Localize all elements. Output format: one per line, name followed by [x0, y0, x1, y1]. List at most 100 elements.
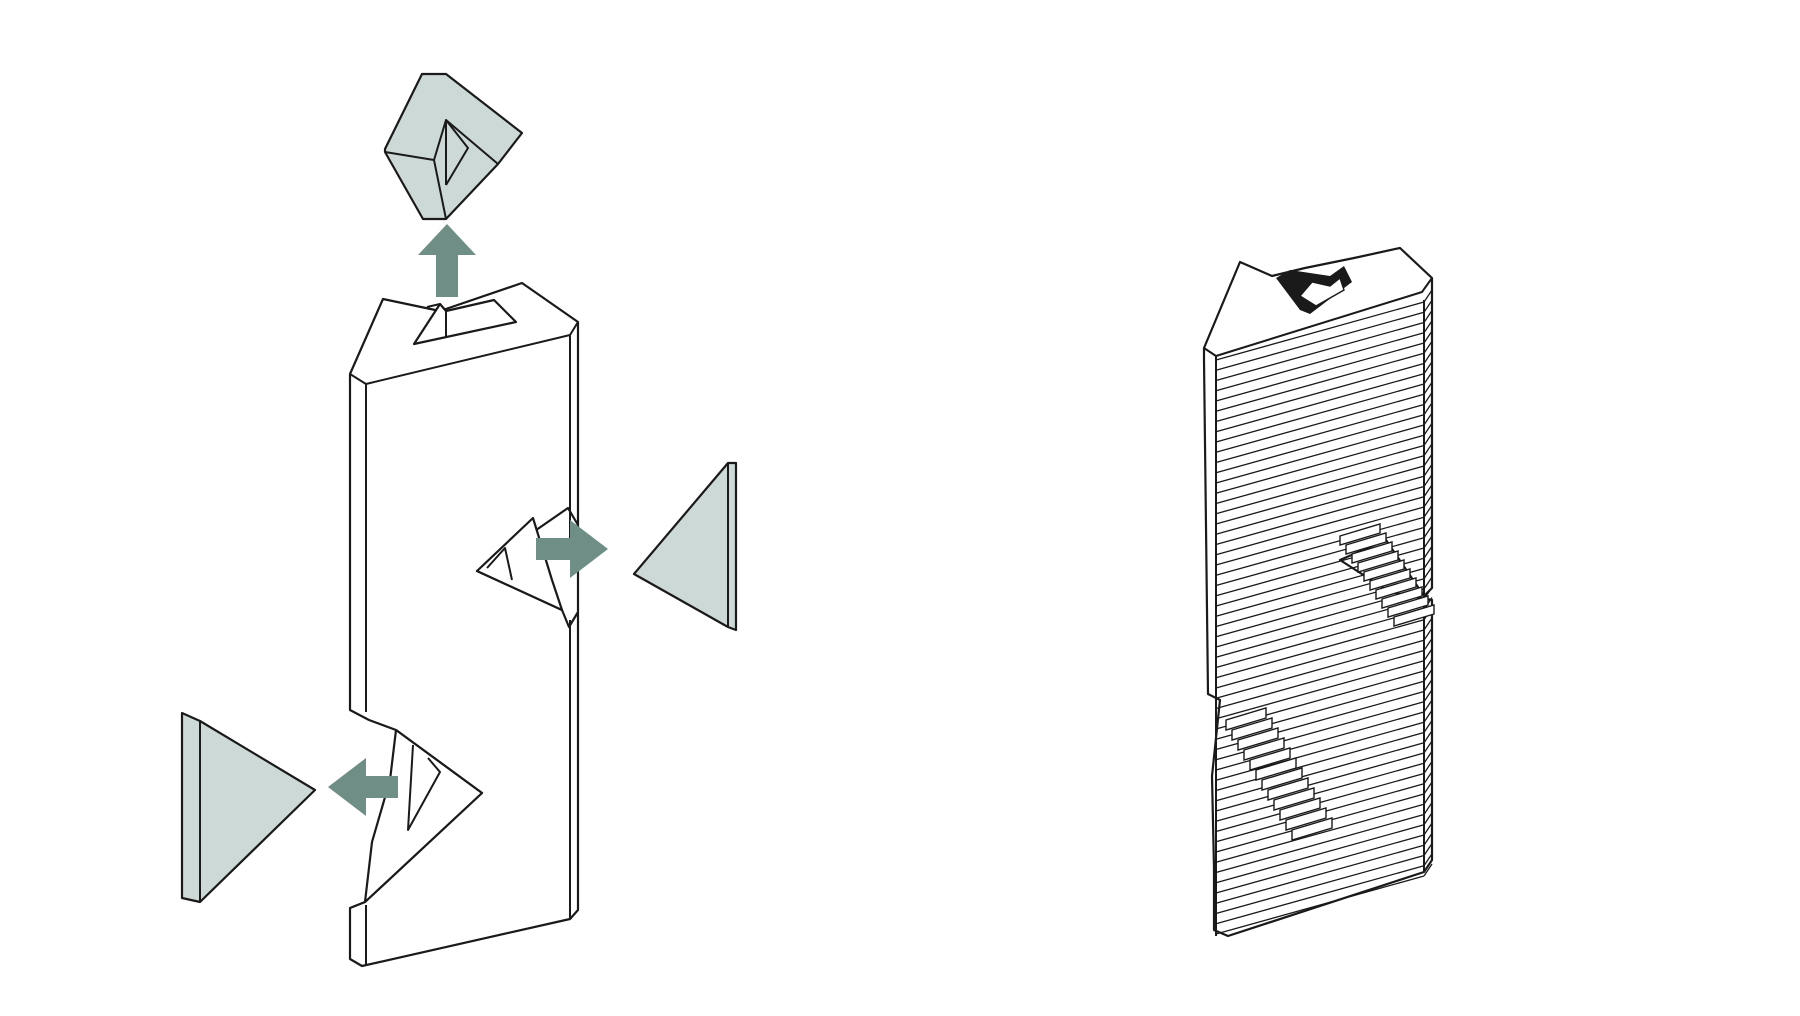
slice-line: [1215, 608, 1425, 669]
slice-side-line: [1423, 648, 1433, 662]
slice-line: [1215, 834, 1425, 894]
left-tower-model: [180, 72, 738, 968]
slice-line: [1215, 414, 1425, 474]
cavity-step: [1249, 747, 1291, 771]
slice-side-line: [1423, 709, 1433, 723]
slice-line: [1215, 660, 1425, 720]
cavity-step: [1345, 532, 1387, 555]
slice-side-line: [1423, 515, 1433, 528]
slice-line: [1215, 301, 1425, 361]
cavity-step: [1375, 577, 1417, 600]
slice-side-line: [1423, 822, 1433, 836]
slice-line: [1215, 383, 1425, 443]
slice-line: [1215, 373, 1425, 433]
slice-line: [1215, 311, 1425, 371]
slice-side-line: [1423, 392, 1433, 405]
slice-side-line: [1423, 422, 1433, 436]
cavity-step: [1357, 550, 1399, 573]
slice-side-line: [1423, 443, 1433, 457]
slice-line: [1215, 444, 1425, 505]
slice-side-line: [1423, 730, 1433, 744]
slice-side-line: [1423, 863, 1433, 877]
slice-side-line: [1423, 484, 1433, 498]
slice-side-line: [1423, 545, 1433, 559]
top-notch: [412, 298, 518, 346]
cavity-step: [1261, 767, 1303, 791]
slice-line: [1215, 752, 1425, 812]
slice-line: [1215, 854, 1425, 915]
slice-line: [1215, 742, 1425, 802]
slice-side-line: [1423, 802, 1433, 815]
cavity-step: [1393, 604, 1435, 627]
slice-side-line: [1423, 494, 1433, 508]
right-sliced-model: [1202, 246, 1435, 938]
top-cavity: [1276, 266, 1352, 314]
cavity-step: [1279, 797, 1321, 821]
slice-side-line: [1423, 750, 1433, 764]
lower-notch-inner: [407, 744, 441, 831]
lower-notch: [363, 728, 484, 904]
sliced-roof-edge: [1203, 277, 1433, 357]
slice-side-line: [1423, 658, 1433, 672]
cavity-step: [1291, 817, 1333, 841]
slice-side-line: [1423, 310, 1433, 323]
roof-edge: [349, 321, 579, 385]
cavity-step: [1363, 559, 1405, 582]
lower-stepped-cavity: [1225, 707, 1333, 841]
slice-line: [1215, 321, 1425, 382]
slice-line: [1215, 455, 1425, 515]
slice-side-line: [1423, 340, 1433, 354]
slice-side-line: [1423, 720, 1433, 733]
slice-side-line: [1423, 556, 1433, 569]
slice-side-line: [1423, 853, 1433, 867]
slice-side-line: [1423, 627, 1433, 641]
cavity-step: [1255, 757, 1297, 781]
slice-side-line: [1423, 791, 1433, 805]
slice-line: [1215, 629, 1425, 689]
arrow-right-icon: [536, 520, 608, 578]
slice-side-line: [1423, 525, 1433, 539]
slice-line: [1215, 813, 1425, 874]
slice-line: [1215, 332, 1425, 392]
slice-side-line: [1423, 689, 1433, 703]
slice-side-line: [1423, 299, 1433, 313]
cavity-step: [1369, 568, 1411, 591]
slice-line: [1215, 424, 1425, 484]
slice-lines: [1215, 289, 1433, 935]
slice-side-line: [1423, 351, 1433, 364]
cavity-step: [1273, 787, 1315, 811]
slice-side-line: [1423, 453, 1433, 467]
slice-side-line: [1423, 617, 1433, 631]
slice-side-line: [1423, 771, 1433, 785]
slice-line: [1215, 865, 1425, 925]
cavity-step: [1339, 523, 1381, 546]
slice-side-line: [1423, 402, 1433, 416]
arrow-up-icon: [418, 224, 476, 297]
slice-side-line: [1423, 463, 1433, 477]
slice-line: [1215, 393, 1425, 453]
slice-side-line: [1423, 289, 1433, 303]
cavity-step: [1231, 717, 1273, 741]
slice-line: [1215, 803, 1425, 863]
slice-side-line: [1423, 412, 1433, 426]
middle-notch-inner: [486, 547, 513, 581]
slice-line: [1215, 824, 1425, 884]
slice-side-line: [1423, 504, 1433, 518]
slice-line: [1215, 639, 1425, 699]
slice-line: [1215, 362, 1425, 423]
slice-side-line: [1423, 361, 1433, 375]
slice-side-line: [1423, 761, 1433, 774]
slice-line: [1215, 516, 1425, 576]
slice-line: [1215, 403, 1425, 464]
slice-side-line: [1423, 638, 1433, 651]
slice-line: [1215, 485, 1425, 546]
slice-line: [1215, 875, 1425, 935]
lower-notch-ledge: [349, 901, 366, 909]
slice-side-line: [1423, 679, 1433, 692]
cavity-step: [1267, 777, 1309, 801]
removed-piece-top: [383, 72, 524, 221]
arrow-left-icon: [328, 758, 398, 816]
cavity-step: [1351, 541, 1393, 564]
